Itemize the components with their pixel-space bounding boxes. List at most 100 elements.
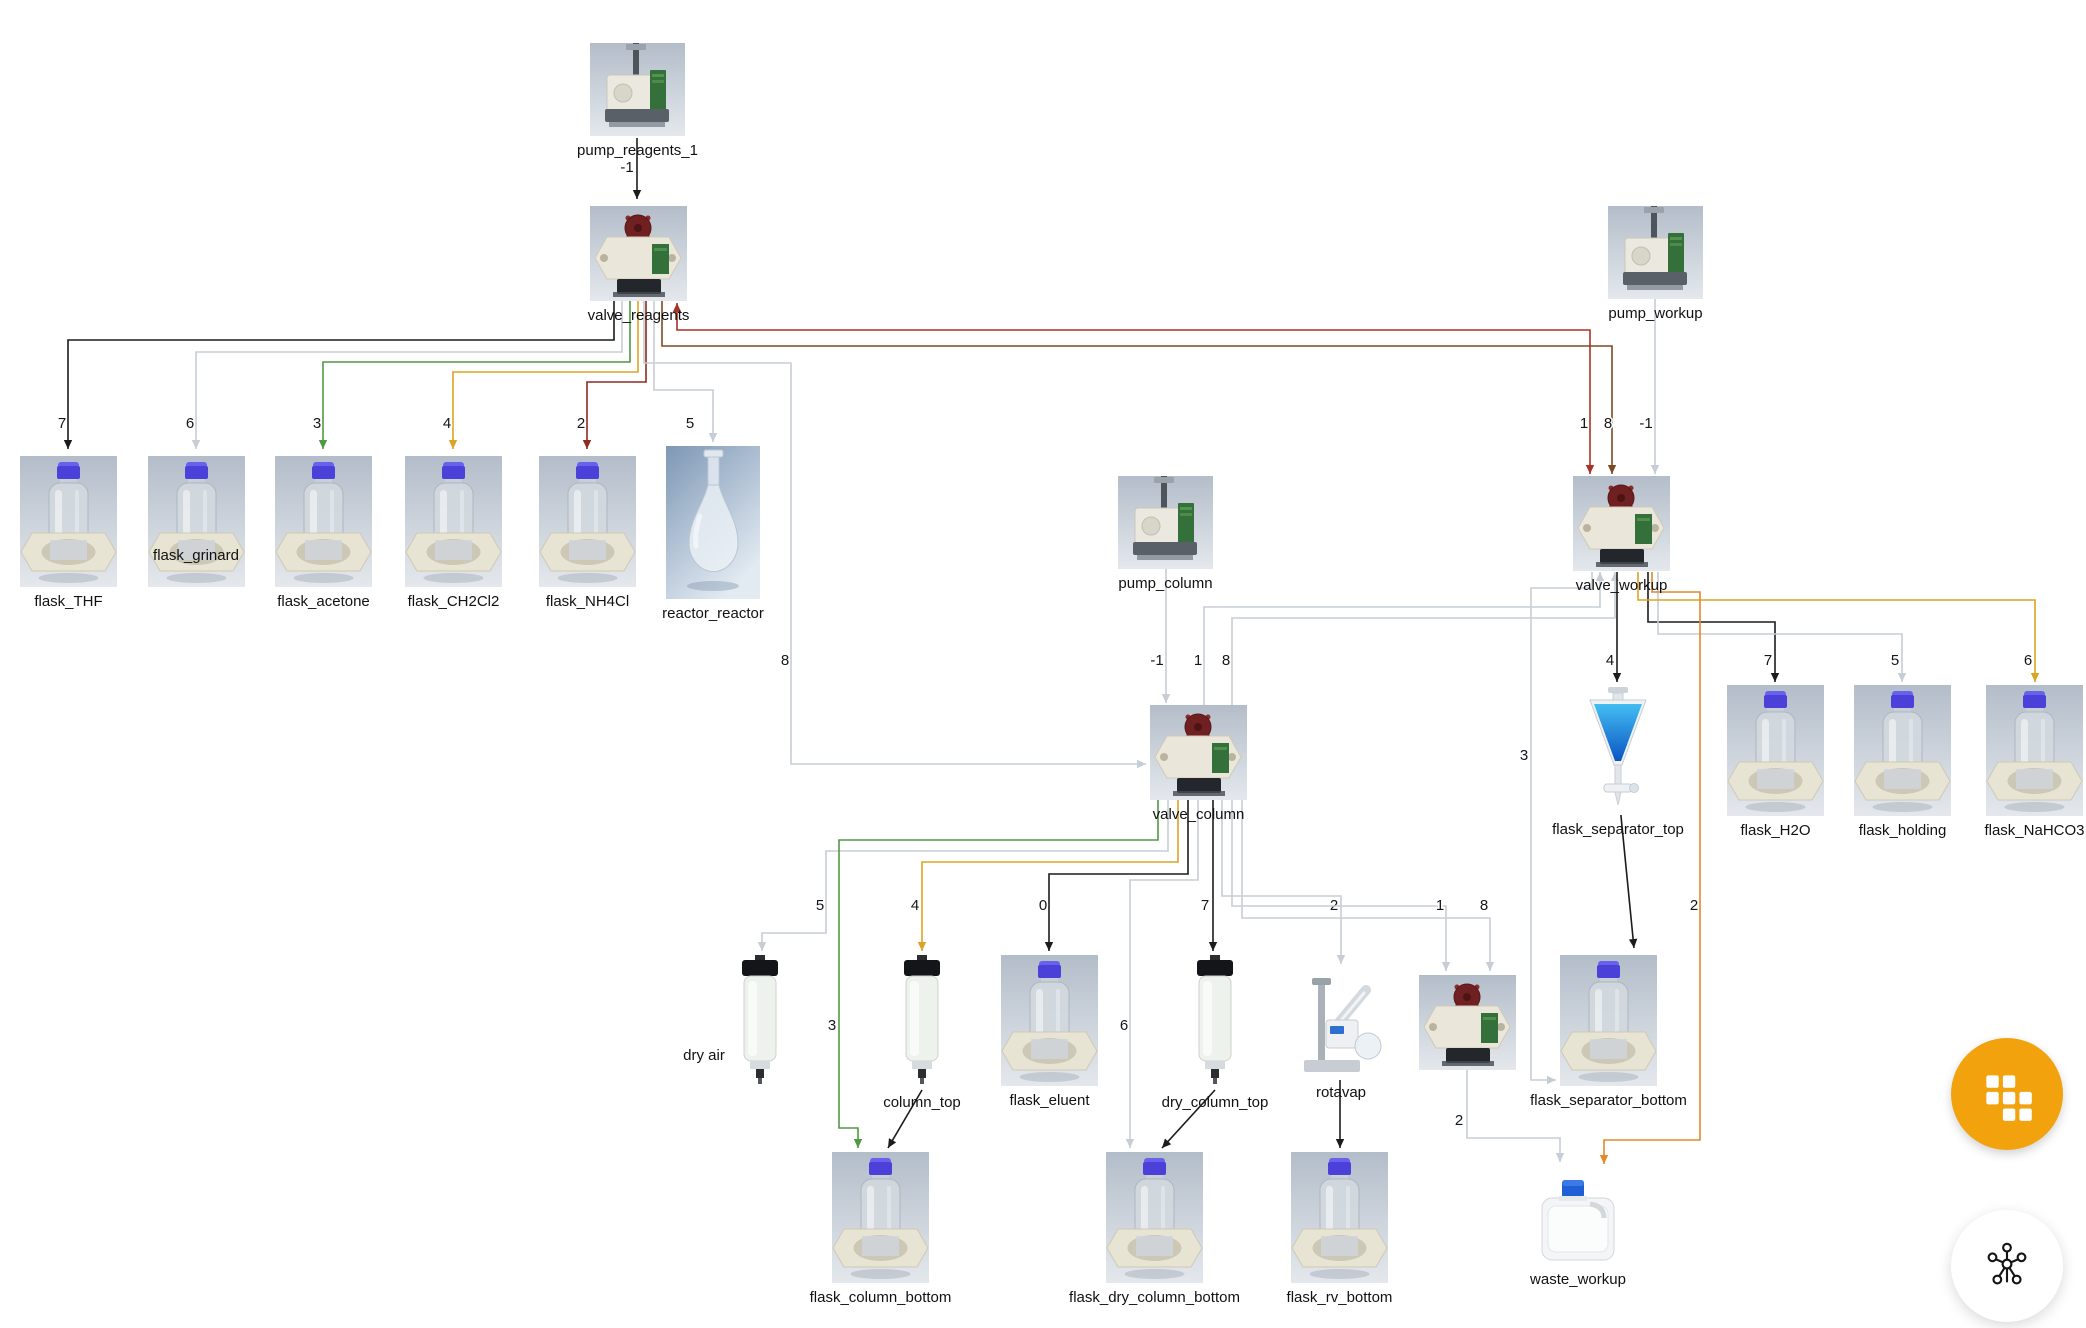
node-valve_column[interactable]	[1150, 705, 1247, 800]
node-label-flask_CH2Cl2: flask_CH2Cl2	[407, 593, 500, 610]
flask-image	[20, 456, 117, 587]
node-label-pump_reagents_1: pump_reagents_1	[577, 142, 698, 159]
node-pump_reagents_1[interactable]	[590, 43, 685, 136]
flask-image	[405, 456, 502, 587]
edge-arrowhead	[1161, 694, 1171, 703]
grid-fab-button[interactable]	[1951, 1038, 2063, 1150]
flask-image	[148, 456, 245, 587]
pump-image	[1608, 206, 1703, 299]
edge-arrowhead	[448, 440, 458, 449]
valve-image	[590, 206, 687, 301]
edge-label: 6	[2024, 652, 2032, 669]
node-flask_NaHCO3[interactable]	[1986, 685, 2083, 816]
node-label-valve_column: valve_column	[1152, 806, 1245, 823]
column-image	[731, 955, 789, 1088]
node-label-flask_separator_top: flask_separator_top	[1552, 821, 1684, 838]
reactor-image	[666, 446, 760, 599]
node-label-flask_NH4Cl: flask_NH4Cl	[545, 593, 630, 610]
brain-fab-button[interactable]	[1951, 1210, 2063, 1322]
node-flask_rv_bottom[interactable]	[1291, 1152, 1388, 1283]
node-flask_CH2Cl2[interactable]	[405, 456, 502, 587]
edge-arrowhead	[1441, 962, 1451, 971]
edge-label: 1	[1436, 897, 1444, 914]
edge-arrowhead	[1770, 673, 1780, 682]
node-dry_column_top[interactable]	[1186, 955, 1244, 1088]
edge-arrowhead	[1162, 1138, 1172, 1148]
node-pump_workup[interactable]	[1608, 206, 1703, 299]
edge-arrowhead	[1547, 1075, 1556, 1085]
edge-label: 2	[1455, 1112, 1463, 1129]
node-label-flask_column_bottom: flask_column_bottom	[809, 1289, 952, 1306]
node-dry_air[interactable]	[731, 955, 789, 1088]
flask-image	[1986, 685, 2083, 816]
edge-arrowhead	[1208, 942, 1218, 951]
node-label-dry_column_top: dry_column_top	[1161, 1094, 1269, 1111]
edge-arrowhead	[63, 440, 73, 449]
edge-arrowhead	[1336, 955, 1346, 964]
node-flask_holding[interactable]	[1854, 685, 1951, 816]
node-flask_NH4Cl[interactable]	[539, 456, 636, 587]
edge-label: 3	[828, 1017, 836, 1034]
edge-label: -1	[1639, 415, 1652, 432]
node-label-valve_reagents: valve_reagents	[587, 307, 690, 324]
edge-label: 3	[313, 415, 321, 432]
edge-valve_column-rotavap: 2	[1221, 800, 1346, 964]
node-rotavap[interactable]	[1298, 968, 1384, 1078]
funnel-image	[1577, 685, 1659, 815]
edge-valve_reagents-valve_workup: 8	[661, 301, 1617, 474]
edge-label: 2	[1330, 897, 1338, 914]
flask-image	[1106, 1152, 1203, 1283]
edge-label: 4	[443, 415, 451, 432]
node-flask_acetone[interactable]	[275, 456, 372, 587]
edge-pump_workup-valve_workup: -1	[1638, 299, 1660, 474]
flask-image	[832, 1152, 929, 1283]
node-waste_workup[interactable]	[1538, 1170, 1618, 1265]
node-label-flask_acetone: flask_acetone	[277, 593, 370, 610]
edge-arrowhead	[888, 1138, 897, 1148]
edge-label: 8	[1604, 415, 1612, 432]
node-valve_workup[interactable]	[1573, 476, 1670, 571]
edge-valve_column-valve_separator: 8	[1241, 800, 1495, 971]
edge-arrowhead	[1650, 465, 1660, 474]
flask-image	[539, 456, 636, 587]
node-flask_H2O[interactable]	[1727, 685, 1824, 816]
node-pump_column[interactable]	[1118, 476, 1213, 569]
edge-arrowhead	[853, 1139, 863, 1148]
node-flask_THF[interactable]	[20, 456, 117, 587]
node-label-flask_grinard: flask_grinard	[153, 547, 239, 564]
node-valve_separator[interactable]	[1419, 975, 1516, 1070]
node-label-flask_dry_column_bottom: flask_dry_column_bottom	[1069, 1289, 1240, 1306]
edge-label: 5	[1891, 652, 1899, 669]
node-flask_dry_column_bottom[interactable]	[1106, 1152, 1203, 1283]
column-image	[893, 955, 951, 1088]
node-valve_reagents[interactable]	[590, 206, 687, 301]
node-reactor_reactor[interactable]	[666, 446, 760, 599]
node-label-flask_separator_bottom: flask_separator_bottom	[1530, 1092, 1687, 1109]
node-label-reactor_reactor: reactor_reactor	[662, 605, 764, 622]
node-flask_separator_top[interactable]	[1577, 685, 1659, 815]
edge-arrowhead	[1335, 1139, 1345, 1148]
node-flask_eluent[interactable]	[1001, 955, 1098, 1086]
edge-arrowhead	[191, 440, 201, 449]
node-flask_separator_bottom[interactable]	[1560, 955, 1657, 1086]
node-flask_grinard[interactable]	[148, 456, 245, 587]
edge-label: 1	[1194, 652, 1202, 669]
node-label-column_top: column_top	[883, 1094, 961, 1111]
edge-label: 3	[1520, 747, 1528, 764]
node-label-flask_rv_bottom: flask_rv_bottom	[1286, 1289, 1393, 1306]
node-label-flask_eluent: flask_eluent	[1009, 1092, 1090, 1109]
flask-image	[275, 456, 372, 587]
edge-label: 6	[186, 415, 194, 432]
brain-icon	[1987, 1242, 2027, 1285]
valve-image	[1573, 476, 1670, 571]
edge-arrowhead	[1555, 1153, 1565, 1162]
edge-arrowhead	[917, 942, 927, 951]
node-flask_column_bottom[interactable]	[832, 1152, 929, 1283]
flask-image	[1001, 955, 1098, 1086]
edge-arrowhead	[318, 440, 328, 449]
edge-label: 5	[816, 897, 824, 914]
node-column_top[interactable]	[893, 955, 951, 1088]
edge-valve_column-valve_separator: 1	[1231, 800, 1451, 971]
node-label-pump_column: pump_column	[1118, 575, 1213, 592]
